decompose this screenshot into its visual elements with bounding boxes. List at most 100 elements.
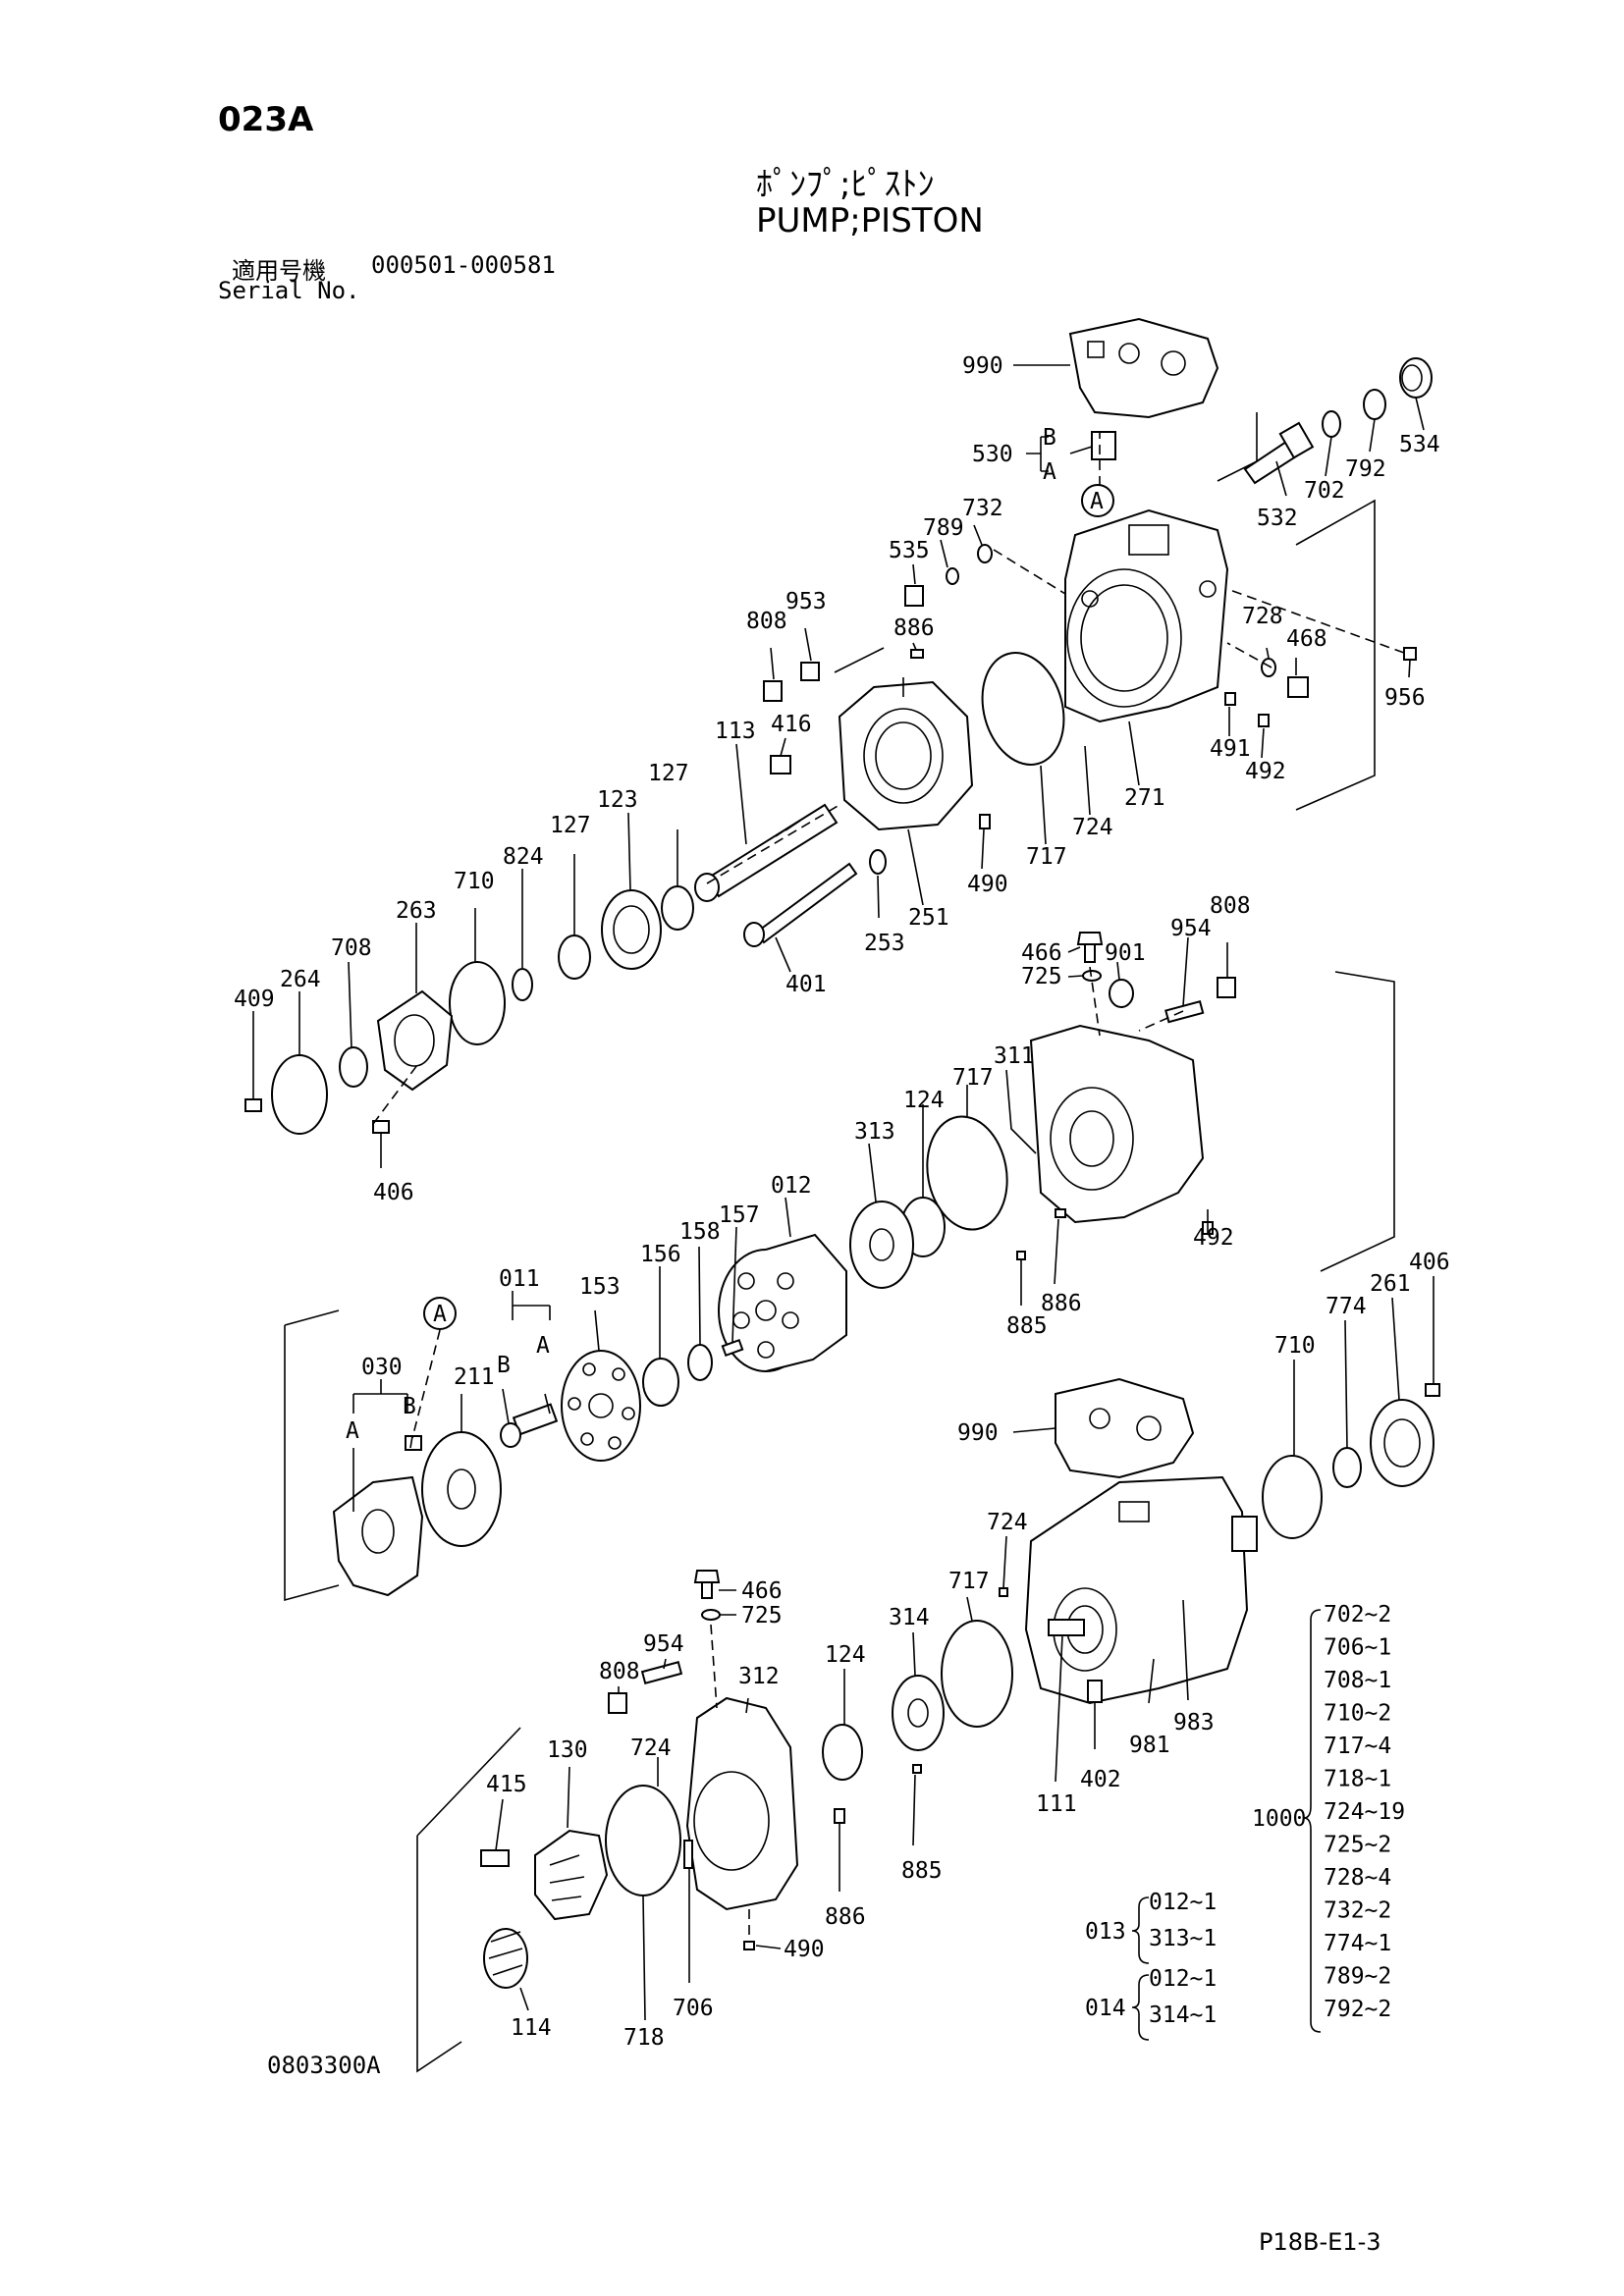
bolt-part-401 (743, 862, 858, 947)
o-ring-part-717-bottom (941, 1620, 1013, 1728)
callout-264: 264 (280, 967, 321, 992)
kit-1000-item: 708~1 (1324, 1668, 1391, 1693)
callout-406-bottom: 406 (1409, 1250, 1450, 1275)
kit-014-label: 014 (1085, 1996, 1126, 2021)
callout-706: 706 (673, 1996, 714, 2021)
bearing-part-127-a (661, 885, 694, 931)
spring-part-157 (721, 1338, 744, 1358)
callout-406-top: 406 (373, 1180, 414, 1205)
callout-956: 956 (1384, 685, 1426, 711)
callout-466-mid: 466 (1021, 940, 1062, 966)
serial-label-english: Serial No. (218, 277, 360, 304)
callout-314: 314 (889, 1605, 930, 1630)
callout-732: 732 (962, 496, 1003, 521)
pin-part-886-mid (1055, 1208, 1066, 1218)
kit-1000-item: 732~2 (1324, 1898, 1391, 1924)
pump-assembly (1024, 1475, 1258, 1705)
kit-013-label: 013 (1085, 1919, 1126, 1945)
callout-710-top: 710 (454, 869, 495, 894)
pin-part-886-top (910, 649, 924, 659)
callout-953: 953 (785, 589, 827, 614)
callout-114: 114 (511, 2015, 552, 2041)
cover-part-263 (376, 989, 454, 1092)
callout-124-mid: 124 (903, 1088, 945, 1113)
callout-311: 311 (994, 1043, 1035, 1069)
callout-792: 792 (1345, 456, 1386, 482)
callout-724-bottom-2: 724 (630, 1735, 672, 1761)
plug-part-954-bottom (640, 1661, 683, 1684)
gear-part-130 (534, 1829, 609, 1921)
ring-part-789 (946, 567, 959, 585)
callout-124-bottom: 124 (825, 1642, 866, 1668)
callout-789: 789 (923, 515, 964, 541)
part-030-b (405, 1435, 422, 1451)
retainer-plate-part-153 (561, 1350, 641, 1462)
callout-981: 981 (1129, 1733, 1170, 1758)
callout-725-mid: 725 (1021, 964, 1062, 989)
cover-part-251 (838, 680, 974, 831)
kit-013-table: 013 012~1 313~1 (1085, 1890, 1217, 1964)
kit-1000-item: 718~1 (1324, 1767, 1391, 1792)
callout-702: 702 (1304, 478, 1345, 504)
callout-532: 532 (1257, 506, 1298, 531)
bearing-part-124-bottom (822, 1724, 863, 1781)
callout-886-top: 886 (893, 615, 935, 641)
kit-1000-item: 774~1 (1324, 1931, 1391, 1956)
page-code: 023A (218, 100, 314, 139)
callout-901: 901 (1105, 940, 1146, 966)
kit-1000-item: 706~1 (1324, 1635, 1391, 1661)
ring-part-708 (339, 1046, 368, 1088)
valve-plate-part-314 (892, 1675, 945, 1751)
plug-part-808-top (763, 680, 783, 702)
callout-717-top: 717 (1026, 844, 1067, 870)
reference-mark-a-mid (423, 1297, 457, 1330)
ring-part-792 (1363, 389, 1386, 420)
plug-part-491 (1224, 692, 1236, 706)
bolt-part-406-bottom (1425, 1383, 1440, 1397)
kit-014-table: 014 012~1 314~1 (1085, 1966, 1217, 2041)
ring-part-774 (1332, 1447, 1362, 1488)
plug-part-954-mid (1164, 1000, 1205, 1024)
callout-808-mid: 808 (1210, 893, 1251, 919)
screw-part-532 (1243, 421, 1315, 485)
o-ring-part-710-bottom (1262, 1455, 1323, 1539)
callout-263: 263 (396, 898, 437, 924)
washer-part-725-bottom (701, 1609, 721, 1621)
callout-409: 409 (234, 987, 275, 1012)
kit-014-item: 314~1 (1149, 2002, 1217, 2028)
callout-535: 535 (889, 538, 930, 563)
callout-983: 983 (1173, 1710, 1215, 1735)
plug-part-490-bottom (743, 1941, 755, 1950)
valve-part-530 (1091, 431, 1116, 460)
callout-808-top: 808 (746, 609, 787, 634)
callout-990-bottom: 990 (957, 1420, 999, 1446)
kit-1000-table: 1000 702~2706~1708~1710~2717~4718~1724~1… (1252, 1602, 1405, 2033)
callout-011: 011 (499, 1266, 540, 1292)
o-ring-part-717-mid (926, 1115, 1008, 1231)
ring-part-253 (869, 849, 887, 875)
title-english: PUMP;PISTON (756, 201, 984, 240)
serial-label-japanese: 適用号機 (232, 257, 326, 285)
bolt-part-409 (244, 1098, 262, 1112)
bolt-part-416 (770, 755, 791, 774)
callout-157: 157 (719, 1202, 760, 1228)
callout-724-top: 724 (1072, 815, 1113, 840)
callout-401: 401 (785, 972, 827, 997)
swash-plate-part-030 (332, 1475, 424, 1597)
shaft-part-111 (1048, 1619, 1085, 1636)
callout-490-top: 490 (967, 872, 1008, 897)
callout-824: 824 (503, 844, 544, 870)
callout-111: 111 (1036, 1791, 1077, 1817)
pin-part-724-bottom (999, 1587, 1008, 1597)
kit-1000-item: 724~19 (1324, 1799, 1405, 1825)
reference-mark-a-top (1081, 484, 1114, 517)
piston-part-011 (500, 1403, 559, 1448)
callout-030: 030 (361, 1355, 403, 1380)
callout-530-a: A (1043, 459, 1056, 485)
snap-ring-part-824 (512, 968, 533, 1001)
kit-1000-label: 1000 (1252, 1806, 1306, 1832)
callout-885-bottom: 885 (901, 1858, 943, 1884)
kit-013-item: 313~1 (1149, 1926, 1217, 1951)
callout-954-mid: 954 (1170, 916, 1212, 941)
